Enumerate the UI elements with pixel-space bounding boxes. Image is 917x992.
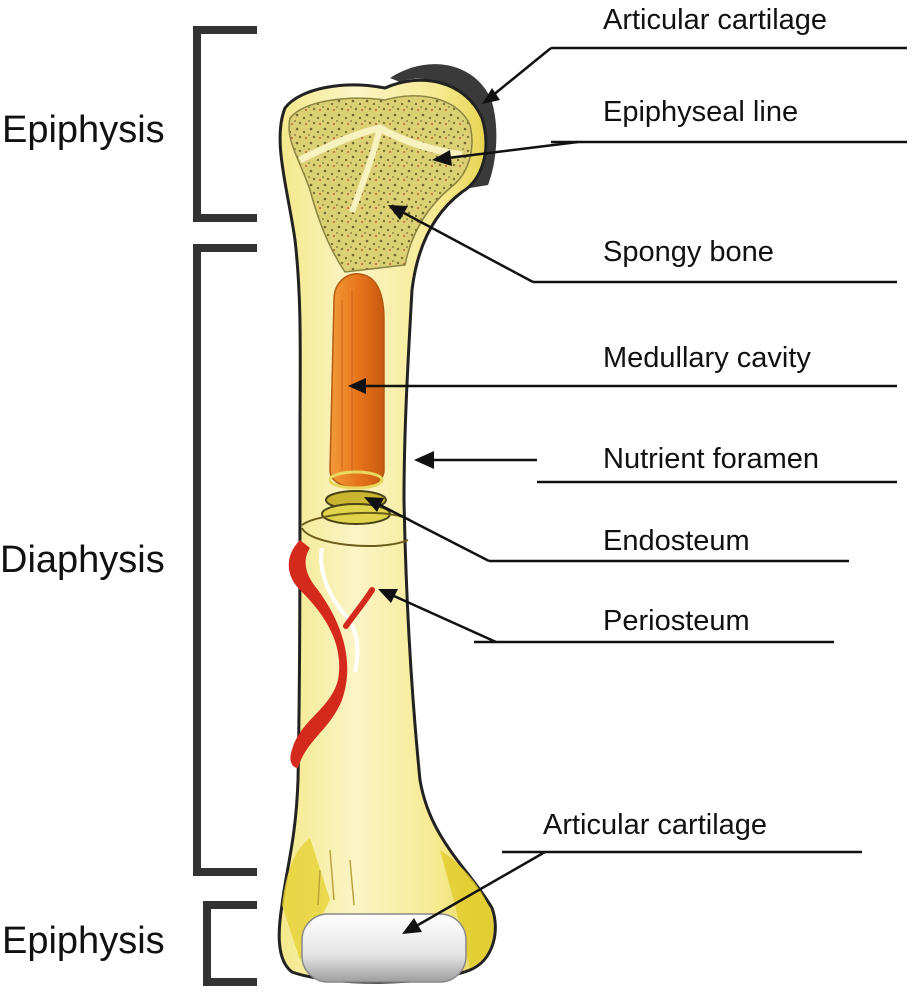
articular-cartilage-bottom-cap (301, 913, 467, 983)
label-epiphyseal-line: Epiphyseal line (603, 96, 798, 128)
epiphysis-bottom-bracket (203, 901, 257, 986)
label-articular-cartilage-top: Articular cartilage (603, 4, 827, 36)
periosteum-vein (319, 547, 360, 673)
label-diaphysis: Diaphysis (0, 539, 165, 581)
leader-periosteum (378, 589, 497, 644)
nutrient-branch (343, 587, 375, 629)
diaphysis-bracket (193, 244, 257, 876)
distal-texture (317, 849, 355, 906)
bottom-epiphysis-shade-right (440, 850, 493, 968)
leader-endosteum (364, 497, 490, 563)
label-epiphysis-bottom: Epiphysis (2, 920, 165, 962)
bottom-epiphysis-shade (282, 838, 330, 960)
label-nutrient-foramen: Nutrient foramen (603, 443, 819, 475)
leader-spongy-bone (388, 205, 534, 284)
epiphyseal-line-mark-2 (349, 127, 383, 214)
leader-nutrient-foramen (414, 451, 537, 469)
epiphysis-top-bracket (193, 26, 257, 222)
label-endosteum: Endosteum (603, 525, 750, 557)
medullary-cavity-stripes (341, 290, 353, 475)
label-articular-cartilage-bottom: Articular cartilage (543, 809, 767, 841)
leader-medullary-cavity (348, 378, 533, 394)
label-spongy-bone: Spongy bone (603, 236, 774, 268)
long-bone (277, 64, 497, 984)
medullary-cavity-region (329, 272, 385, 489)
periosteum-artery (288, 540, 348, 768)
label-periosteum: Periosteum (603, 605, 750, 637)
articular-cartilage-top-cap (390, 64, 497, 188)
endosteum-ring-1 (328, 470, 384, 490)
label-medullary-cavity: Medullary cavity (603, 342, 811, 374)
label-epiphysis-top: Epiphysis (2, 109, 165, 151)
leader-articular-cartilage-bottom (402, 850, 546, 934)
leader-epiphyseal-line (432, 140, 579, 166)
leader-articular-cartilage-top (482, 47, 552, 104)
